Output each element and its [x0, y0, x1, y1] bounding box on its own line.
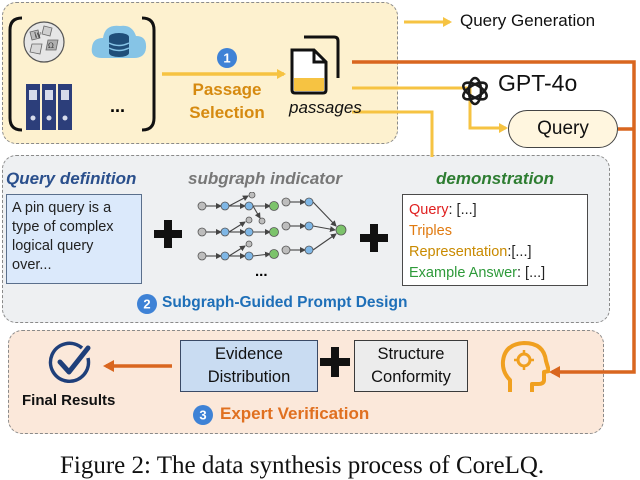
- step3-number: 3: [199, 408, 206, 423]
- query-definition-title: Query definition: [6, 169, 137, 188]
- demo-query-key: Query: [409, 202, 449, 218]
- expert-head-icon: [500, 341, 550, 392]
- step1-label-line1: Passage: [192, 80, 262, 99]
- evidence-line2: Distribution: [207, 368, 291, 386]
- demo-example-row: Example Answer: [...]: [409, 263, 581, 284]
- plus-icon: [320, 347, 350, 377]
- step1-number: 1: [223, 51, 230, 66]
- check-circle-icon: [48, 341, 91, 383]
- demo-representation-row: Representation:[...]: [409, 242, 581, 263]
- model-name: GPT-4o: [498, 70, 578, 96]
- query-definition-line: logical query: [12, 238, 94, 254]
- subgraph-title: subgraph indicator: [188, 169, 342, 188]
- passages-to-query-arrow: [352, 86, 508, 133]
- step2-badge: 2: [137, 294, 157, 314]
- step2-number: 2: [143, 297, 150, 312]
- demo-query-row: Query: [...]: [409, 200, 581, 221]
- binders-icon: [26, 84, 72, 130]
- query-node: Query: [508, 110, 618, 148]
- cloud-database-icon: [91, 25, 147, 58]
- demonstration-title: demonstration: [436, 169, 555, 188]
- step1-label-line2: Selection: [189, 103, 265, 122]
- demo-example-value: : [...]: [517, 265, 546, 281]
- demo-example-key: Example Answer: [409, 265, 517, 281]
- structure-conformity-box: Structure Conformity: [354, 340, 468, 392]
- subgraph-ellipsis: ...: [255, 263, 268, 280]
- query-definition-line: A pin query is a: [12, 200, 112, 216]
- passages-documents-icon: [290, 35, 340, 95]
- step1-badge: 1: [217, 48, 237, 68]
- step2-label: Subgraph-Guided Prompt Design: [162, 294, 408, 311]
- demo-triples: Triples: [409, 223, 452, 239]
- step3-label: Expert Verification: [220, 404, 370, 423]
- legend-label: Query Generation: [460, 11, 596, 30]
- step3-badge: 3: [193, 405, 213, 425]
- demo-representation-value: :[...]: [507, 244, 532, 260]
- query-definition-line: type of complex: [12, 219, 114, 235]
- passages-to-expert-arrow: [352, 60, 636, 378]
- evidence-line1: Evidence: [215, 345, 283, 363]
- passages-label: passages: [289, 98, 362, 117]
- step1-label: Passage Selection: [176, 78, 278, 124]
- svg-text:W: W: [34, 32, 42, 40]
- openai-logo-icon: [462, 76, 488, 106]
- demo-query-value: : [...]: [448, 202, 477, 218]
- demonstration-box: Query: [...] Triples Representation:[...…: [402, 194, 588, 286]
- figure-caption: Figure 2: The data synthesis process of …: [60, 452, 545, 479]
- passages-to-prompt-arrow: [352, 110, 434, 157]
- structure-line1: Structure: [377, 345, 445, 363]
- plus-icon: [360, 224, 388, 252]
- evidence-distribution-box: Evidence Distribution: [180, 340, 318, 392]
- plus-icon: [154, 220, 182, 248]
- subgraph-graphs: [197, 192, 347, 261]
- sources-group: [8, 16, 156, 132]
- final-results-label: Final Results: [22, 392, 116, 409]
- demo-representation-key: Representation: [409, 244, 508, 260]
- wikipedia-globe-icon: W Ω: [23, 21, 65, 63]
- structure-line2: Conformity: [371, 368, 451, 386]
- query-definition-line: over...: [12, 257, 52, 273]
- sources-ellipsis: ...: [110, 96, 126, 116]
- query-definition-box: A pin query is a type of complex logical…: [6, 194, 142, 284]
- connector-layer: [103, 17, 636, 378]
- svg-text:Ω: Ω: [48, 42, 54, 50]
